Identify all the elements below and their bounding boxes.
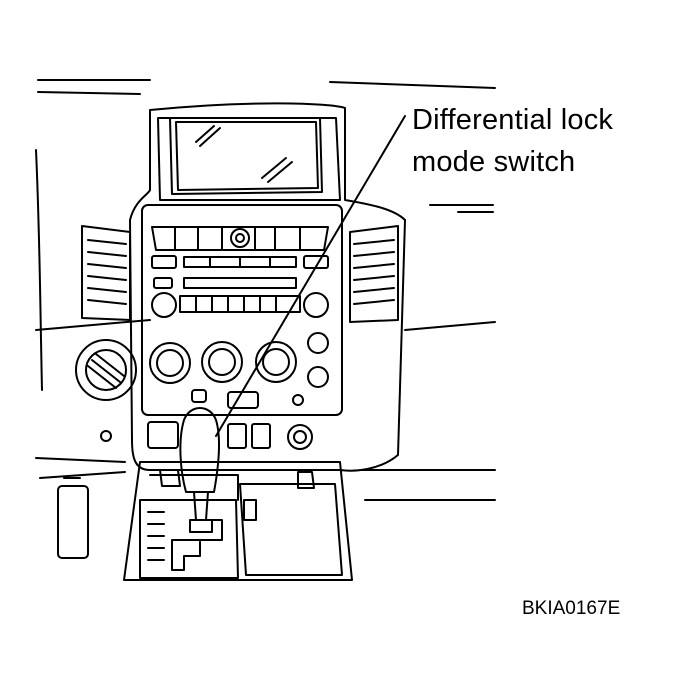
callout-label-line1: Differential lock (412, 104, 614, 136)
shift-lever (180, 408, 219, 532)
navigation-screen (170, 118, 322, 194)
dash-right-contour (360, 205, 495, 500)
center-console (124, 462, 352, 580)
dash-left-contour (36, 150, 150, 478)
right-air-vent (350, 226, 398, 322)
figure-code: BKIA0167E (522, 598, 621, 619)
audio-panel (142, 205, 342, 415)
callout-label-line2: mode switch (412, 146, 576, 178)
left-air-vent (82, 226, 130, 320)
lower-left-pocket (58, 478, 88, 558)
headlight-knob (76, 340, 136, 441)
shift-gate (140, 500, 238, 578)
switch-row (148, 422, 312, 449)
dash-top-edge (38, 80, 495, 94)
callout-leader-line (216, 116, 405, 436)
climate-knobs (150, 333, 328, 408)
